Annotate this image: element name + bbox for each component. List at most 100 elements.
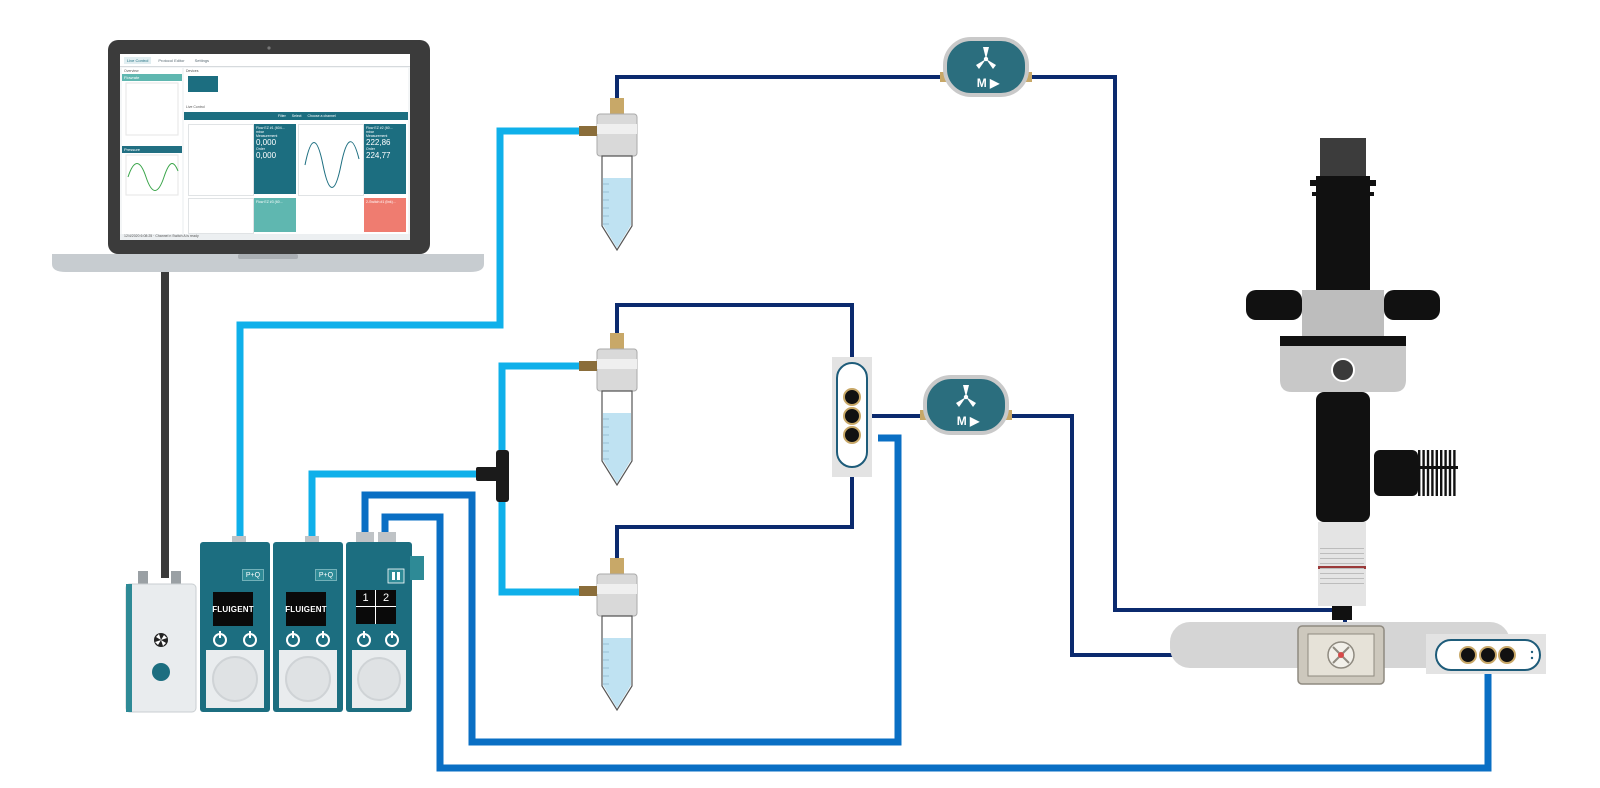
switch-valve-port-2 [843, 407, 861, 425]
channel-card-2[interactable]: Flow EZ #2 (60... mbar Measurement 222,8… [364, 124, 406, 194]
card-1-order-value: 0,000 [256, 151, 277, 160]
tab-protocol-editor[interactable]: Protocol Editor [158, 57, 185, 63]
microscope-focus-knob [1331, 358, 1355, 382]
laptop-notch [238, 254, 298, 259]
microscope-tube-lower [1316, 392, 1370, 522]
flowrate-header: Flowrate [122, 74, 182, 81]
reservoir-cap-fitting [610, 558, 624, 574]
t-junction [476, 450, 509, 502]
laptop-screen: Live Control Protocol Editor Settings Ov… [120, 54, 410, 240]
toolbar-filter[interactable]: Filter [278, 114, 286, 118]
reservoir-liquid [603, 178, 631, 248]
controller-2-knob-plate [285, 656, 331, 702]
base-connector-right [171, 571, 181, 587]
tab-settings[interactable]: Settings [194, 57, 210, 63]
flow-sensor-propeller-icon [956, 385, 976, 407]
chart-card-2 [298, 124, 364, 196]
switch-cell-1: 1 [356, 590, 376, 607]
status-bar: 12/4/2020 6:08:25 · Channel n Switch A i… [120, 234, 410, 240]
outlet-valve [1426, 634, 1546, 674]
channel-card-1[interactable]: Flow EZ #1 (604... mbar Measurement 0,00… [254, 124, 296, 194]
controller-1 [200, 536, 270, 712]
flow-sensor-body [943, 37, 1029, 97]
switch-cell-4 [376, 607, 396, 624]
flow-sensors: M ▶ M ▶ [920, 37, 1032, 435]
microscope-side-camera [1374, 450, 1418, 496]
heat-sink-bar [1416, 466, 1458, 469]
objective-ridge [1320, 563, 1364, 564]
flow-sensor-label: M ▶ [957, 414, 980, 428]
live-toolbar: Filter Select Choose a channel [184, 112, 408, 120]
card-1-unit: mbar [256, 130, 264, 134]
toolbar-select[interactable]: Select [291, 114, 302, 118]
switch-cell-3 [356, 607, 376, 624]
microscope-heat-sink [1416, 450, 1458, 496]
microfluidic-chip [1297, 625, 1385, 685]
switch-power-icon-right [385, 631, 399, 647]
heat-sink-fin [1426, 450, 1430, 496]
heat-sink-fin [1453, 450, 1456, 496]
card-3-title: Flow EZ #3 (60... [256, 200, 283, 204]
app-titlebar: Live Control Protocol Editor Settings [120, 54, 410, 67]
objective-ridge [1320, 568, 1364, 569]
controller-2-display: FLUIGENT [285, 592, 327, 626]
channel-card-3[interactable]: Flow EZ #3 (60... [254, 198, 296, 232]
reservoir-cap-fitting [610, 333, 624, 349]
controller-2-power-icon-right [316, 631, 330, 647]
card-4-title: 2-Switch #1 (link)... [366, 200, 396, 204]
base-connector-left [138, 571, 148, 587]
switch-controller-side-port [410, 556, 424, 580]
base-station [125, 571, 197, 713]
tube-reservoir2-valve [615, 303, 854, 366]
card-2-title: Flow EZ #2 (60... [366, 126, 393, 130]
controller-1-badge: P+Q [242, 569, 264, 581]
outlet-valve-port-2 [1479, 646, 1497, 664]
flow-sensor-2: M ▶ [920, 375, 1012, 435]
card-1-title: Flow EZ #1 (604... [256, 126, 285, 130]
controller-2-power-icon-left [286, 631, 300, 647]
flow-sensor-label: M ▶ [977, 76, 1000, 90]
heat-sink-fin [1435, 450, 1438, 496]
channel-card-4[interactable]: 2-Switch #1 (link)... [364, 198, 406, 232]
main-panel: Devices Live Control Filter Select Choos… [184, 68, 408, 238]
outlet-valve-port-3 [1498, 646, 1516, 664]
microscope-head-grey [1302, 290, 1384, 336]
controller-1-display: FLUIGENT [212, 592, 254, 626]
tube-tjunction-reservoir3 [498, 474, 580, 596]
overview-title: Overview [124, 69, 139, 73]
microscope-eyepiece-right [1384, 290, 1440, 320]
card-1-measurement-label: Measurement [256, 134, 278, 138]
objective-ridge [1320, 548, 1364, 549]
reservoir-cap-shine [597, 584, 637, 594]
microscope [1170, 138, 1510, 668]
switch-valve [832, 357, 872, 477]
switch-controller-knob-plate [357, 657, 401, 701]
pressure-header: Pressure [122, 146, 182, 153]
card-2-order-label: Order [366, 147, 375, 151]
heat-sink-fin [1418, 450, 1421, 496]
objective-ridge [1320, 553, 1364, 554]
flow-sensor-propeller-icon [976, 47, 996, 69]
card-2-unit: mbar [366, 130, 374, 134]
reservoir-side-fitting [579, 126, 597, 136]
heat-sink-fin [1444, 450, 1447, 496]
laptop-base [52, 254, 484, 272]
tube-controller2-tjunction [308, 470, 500, 540]
device-thumbnail[interactable] [188, 76, 218, 92]
tube-tjunction-reservoir2 [498, 362, 580, 474]
switch-cell-2: 2 [376, 590, 396, 607]
objective-ridge [1320, 573, 1364, 574]
reservoir-cap [596, 348, 638, 392]
overview-panel: Overview Flowrate Pressure [122, 68, 182, 238]
tab-live-control[interactable]: Live Control [124, 56, 152, 64]
base-station-side [126, 584, 132, 712]
controller-1-power-icon-right [243, 631, 257, 647]
toolbar-choose-channel[interactable]: Choose a channel [307, 114, 336, 118]
flow-sensor-body [923, 375, 1009, 435]
reservoir-side-fitting [579, 586, 597, 596]
switch-power-icon-left [357, 631, 371, 647]
switch-valve-port-1 [843, 388, 861, 406]
laptop-camera [267, 46, 271, 50]
card-1-measurement-value: 0,000 [256, 138, 277, 147]
card-2-measurement-value: 222,86 [366, 138, 391, 147]
